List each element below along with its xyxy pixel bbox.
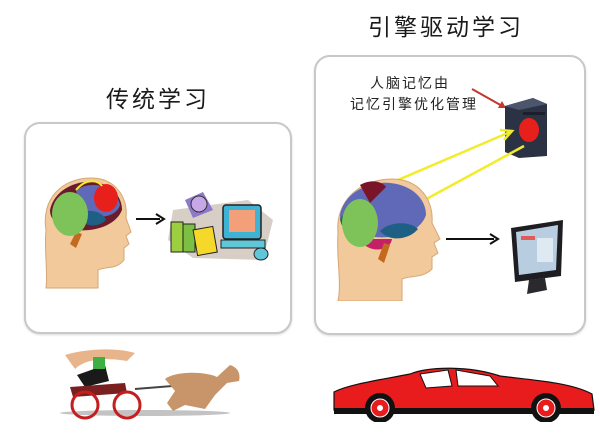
memory-note-line1: 人脑记忆由 <box>370 76 450 92</box>
memory-note-line2: 记忆引擎优化管理 <box>350 97 478 113</box>
horse-carriage-icon <box>60 349 240 420</box>
memory-note: 人脑记忆由 记忆引擎优化管理 <box>350 74 478 116</box>
books-computer-icon <box>168 192 273 261</box>
pointer-arrow-icon <box>471 88 506 108</box>
server-tower-icon <box>505 98 547 158</box>
head-brain-icon <box>44 177 132 289</box>
arrow-right-icon <box>136 213 166 225</box>
monitor-icon <box>511 220 563 294</box>
traditional-learning-title: 传统学习 <box>106 87 210 113</box>
sports-car-icon <box>333 367 595 422</box>
head-brain-icon-right <box>337 178 441 301</box>
arrow-right-icon-2 <box>446 233 500 245</box>
engine-learning-title: 引擎驱动学习 <box>368 15 524 41</box>
